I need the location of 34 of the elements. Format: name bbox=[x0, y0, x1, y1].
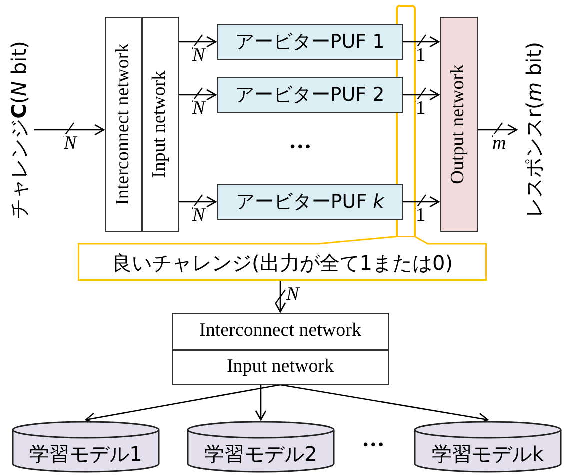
arrow bbox=[255, 385, 267, 421]
node-text: 学習モデルk bbox=[432, 443, 544, 465]
puf-box bbox=[217, 77, 403, 113]
arrow bbox=[478, 124, 518, 136]
network-box bbox=[142, 17, 179, 232]
arrow bbox=[179, 196, 217, 208]
arrow bbox=[403, 89, 440, 101]
node-text: 学習モデル2 bbox=[204, 443, 318, 465]
puf-box bbox=[217, 24, 403, 60]
node-text: Interconnect network bbox=[200, 321, 362, 342]
node-text: Input network bbox=[226, 357, 334, 378]
node-text: アービターPUF k bbox=[236, 192, 384, 212]
node-text: 学習モデル1 bbox=[30, 443, 142, 465]
arrow bbox=[403, 196, 440, 208]
network-box bbox=[172, 350, 389, 385]
network-box bbox=[105, 17, 142, 232]
network-box bbox=[440, 17, 478, 232]
arrow bbox=[179, 36, 217, 48]
arrow bbox=[85, 384, 281, 424]
node-text: 良いチャレンジ(出力が全て1または0) bbox=[112, 252, 454, 274]
axis-text: レスポンスr(m bit) bbox=[523, 42, 545, 218]
edge-label: N bbox=[286, 285, 300, 304]
node-text: アービターPUF 1 bbox=[235, 32, 385, 52]
axis-text: チャレンジC(N bit) bbox=[8, 41, 30, 219]
node-text: Input network bbox=[150, 70, 171, 178]
arrow bbox=[179, 89, 217, 101]
node-text: アービターPUF 2 bbox=[235, 84, 385, 106]
arrow bbox=[274, 281, 286, 313]
node-text: Interconnect network bbox=[113, 44, 134, 206]
puf-box bbox=[217, 184, 403, 220]
network-box bbox=[172, 313, 389, 350]
arrow bbox=[34, 124, 105, 136]
arrow bbox=[403, 36, 440, 48]
node-text: Output network bbox=[448, 64, 470, 184]
